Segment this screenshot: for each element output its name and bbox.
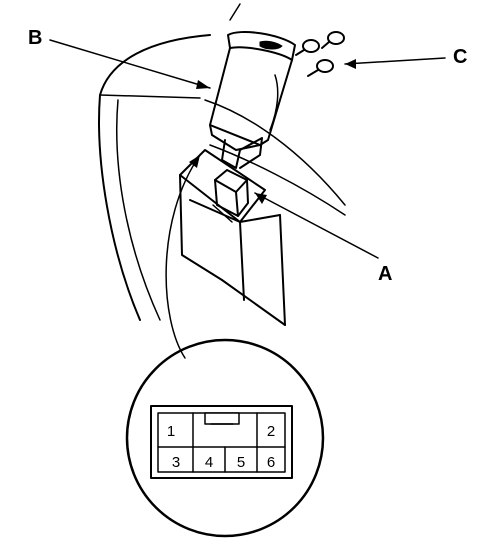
zoom-circle [125,338,325,538]
connector-face [150,405,293,479]
leader-b [49,39,211,89]
pin-label: 6 [267,454,275,471]
pin-label: 3 [172,454,180,471]
leader-lines [49,39,446,359]
connector-lock-tab [204,412,240,425]
callout-b: B [28,27,42,49]
pin-labels: 1 2 3 4 5 6 [167,423,275,471]
callout-a: A [378,263,392,285]
pin-label: 5 [237,454,245,471]
switch-body [209,31,296,169]
leader-a [254,192,379,259]
pin-label: 4 [205,454,213,471]
callout-c: C [453,46,467,68]
pin-label: 2 [267,423,275,440]
leader-c [344,57,446,65]
connector-receptacle [212,169,249,223]
zoom-leader [165,154,201,359]
pin-label: 1 [167,423,175,440]
screw-icon [295,31,345,77]
switch-housing [179,149,286,326]
